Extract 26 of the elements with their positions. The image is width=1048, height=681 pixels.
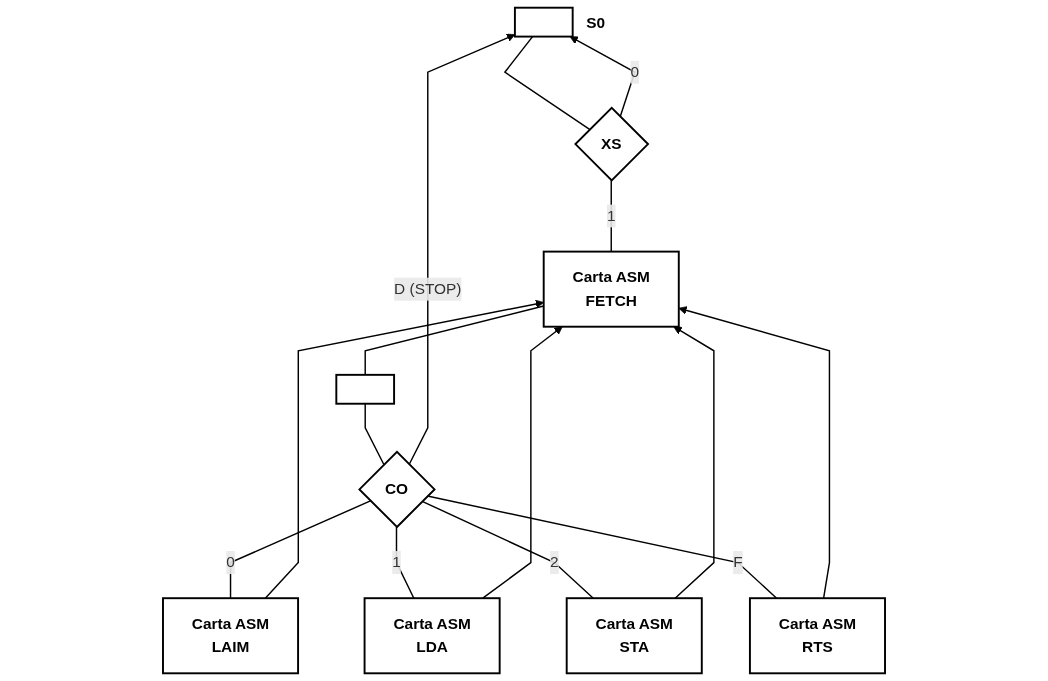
arrow bbox=[482, 326, 563, 599]
edge-label: 1 bbox=[606, 207, 616, 224]
arrow bbox=[408, 33, 516, 466]
connector bbox=[229, 500, 372, 599]
connector bbox=[364, 403, 385, 466]
node-box bbox=[335, 373, 396, 405]
edge-label: 0 bbox=[226, 553, 235, 571]
node-box: Carta ASM FETCH bbox=[542, 250, 680, 328]
edge-label: F bbox=[733, 553, 743, 571]
node-diamond: XS bbox=[574, 106, 650, 182]
arrow bbox=[678, 306, 831, 599]
node-box: Carta ASM LDA bbox=[363, 597, 501, 675]
node-box: Carta ASM RTS bbox=[748, 597, 886, 675]
edge-label: 0 bbox=[630, 63, 640, 80]
node-box: Carta ASM STA bbox=[565, 597, 703, 675]
edge-label: 1 bbox=[392, 553, 401, 571]
node-diamond: CO bbox=[358, 450, 436, 529]
state-label: S0 bbox=[586, 13, 605, 31]
connector bbox=[503, 35, 591, 131]
connector bbox=[421, 500, 594, 599]
edge-label: 2 bbox=[550, 553, 559, 571]
connector bbox=[426, 495, 778, 599]
node-box bbox=[513, 6, 574, 38]
edge-label: D (STOP) bbox=[394, 280, 462, 297]
arrow bbox=[673, 326, 715, 599]
node-box: Carta ASM LAIM bbox=[162, 597, 300, 675]
